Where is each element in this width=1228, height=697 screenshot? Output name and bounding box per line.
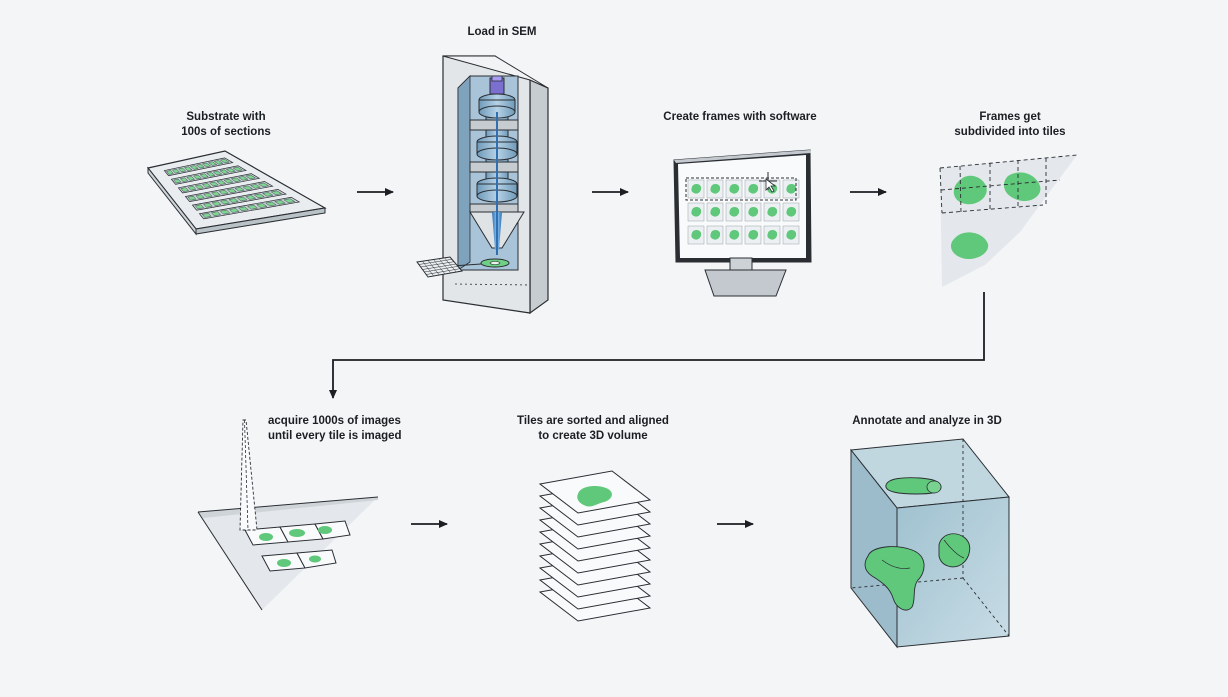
annotate-label-line1: Annotate and analyze in 3D [852,415,1002,427]
create-frames-label-line1: Create frames with software [663,111,817,123]
sort-align-label-line2: to create 3D volume [538,430,648,442]
annotate-label: Annotate and analyze in 3D [837,414,1017,429]
acquire-tiles-icon [197,419,379,611]
create-frames-label: Create frames with software [650,110,830,125]
volume-cube-icon [850,438,1010,649]
connector-arrow-icon [329,292,985,399]
acquire-label-line2: until every tile is imaged [268,430,402,442]
substrate-label: Substrate with 100s of sections [176,110,276,140]
subdivide-label-line2: subdivided into tiles [954,126,1066,138]
acquire-label-line1: acquire 1000s of images [268,415,401,427]
sort-align-label-line1: Tiles are sorted and aligned [517,415,669,427]
substrate-label-line2: 100s of sections [181,126,271,138]
sem-microscope-icon [416,55,549,315]
sort-align-label: Tiles are sorted and aligned to create 3… [503,414,683,444]
subdivide-label: Frames get subdivided into tiles [940,110,1080,140]
subdivide-label-line1: Frames get [979,111,1041,123]
monitor-icon [673,149,812,297]
acquire-label: acquire 1000s of images until every tile… [268,414,428,444]
wafer-substrate-icon [146,150,327,236]
subdivided-tiles-icon [939,154,1078,287]
image-stack-icon [538,470,652,622]
load-sem-label-line1: Load in SEM [467,26,537,38]
load-sem-label: Load in SEM [452,25,552,40]
substrate-label-line1: Substrate with [186,111,266,123]
